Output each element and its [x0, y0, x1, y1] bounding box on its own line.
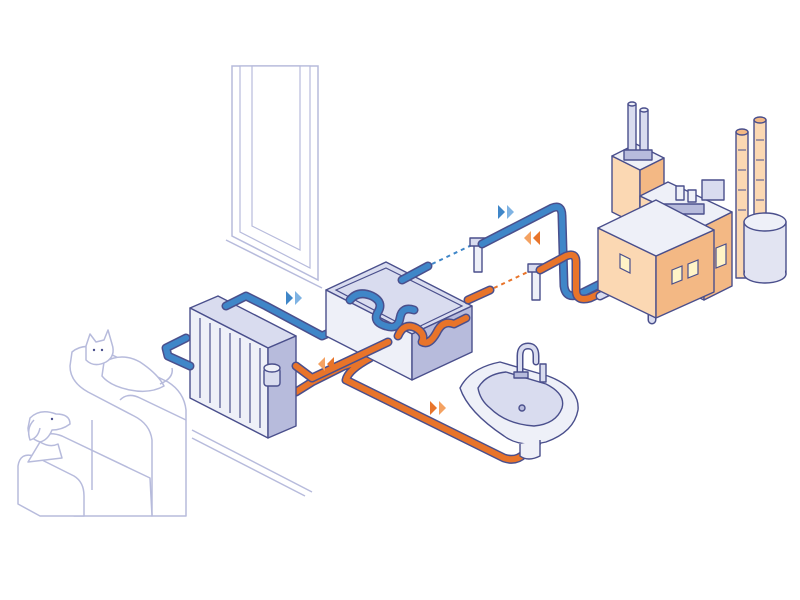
tank-coil-cold-fill — [347, 290, 417, 330]
dog-icon — [27, 411, 71, 463]
flow-arrow-chevron — [533, 231, 540, 245]
cat-eye — [92, 348, 96, 352]
faucet-spout — [518, 343, 538, 376]
radiator-side — [267, 335, 297, 439]
armchair-arm-right — [119, 394, 187, 421]
flow-arrow-chevron — [439, 401, 446, 415]
factory-icon — [597, 101, 787, 319]
flow-arrow-chevron — [286, 291, 293, 305]
flow-arrow-icon — [286, 291, 302, 305]
stack-right-top — [753, 116, 767, 124]
tank-hot-inlet-fill — [465, 287, 493, 303]
pipe-hot-radiator-fill — [293, 339, 391, 381]
sink-bowl — [477, 371, 564, 427]
plant-window — [619, 253, 631, 274]
plant-window — [687, 259, 699, 279]
dog-head — [27, 411, 71, 443]
tank-icon — [325, 261, 495, 381]
flow-arrow-icon — [430, 401, 446, 415]
tank-coil-hot-fill — [395, 315, 469, 346]
roof-cylinder — [675, 185, 685, 201]
pipe-cold-radiator-lower-fill — [163, 335, 193, 369]
chimney-base — [623, 149, 653, 161]
pipe-cold-plant-fill — [479, 204, 611, 299]
dog-ear — [27, 419, 41, 441]
wall-floor-line — [191, 429, 313, 493]
pipe-cold-from-plant — [477, 202, 613, 301]
plant-window — [671, 265, 683, 285]
roof-cylinder-2 — [687, 189, 697, 203]
pipe-hot-from-plant — [535, 250, 625, 304]
faucet-icon — [513, 342, 547, 383]
flow-arrow-chevron — [318, 357, 325, 371]
roof-box — [701, 179, 725, 201]
flow-arrow-icon — [318, 357, 334, 371]
flow-arrows — [286, 205, 540, 415]
pipe-hot-plant-fill — [537, 251, 623, 302]
cat-body — [101, 356, 165, 393]
flow-arrow-chevron — [524, 231, 531, 245]
dashed-cold-link — [431, 243, 475, 265]
plant-windows — [619, 243, 727, 285]
radiator-valve-knob — [263, 363, 281, 373]
chimney-right-top — [639, 107, 649, 113]
plant-front-building-roof — [597, 199, 715, 257]
armchair-arm — [17, 454, 85, 517]
window-sill — [225, 239, 323, 289]
stack-left-top — [735, 128, 749, 136]
stack-rungs — [738, 139, 764, 211]
flow-arrow-icon — [498, 205, 514, 219]
flow-arrow-chevron — [430, 401, 437, 415]
storage-tank-top — [743, 212, 787, 232]
flow-arrow-chevron — [327, 357, 334, 371]
pipe-hot-to-radiator — [291, 337, 393, 383]
armchair-icon — [17, 329, 187, 517]
flow-arrow-icon — [524, 231, 540, 245]
sink-icon — [459, 342, 579, 460]
storage-tank-icon — [743, 212, 787, 284]
tank-cold-inlet-fill — [399, 263, 431, 283]
flow-arrow-chevron — [498, 205, 505, 219]
radiator-fins — [199, 318, 261, 428]
sink-drain — [518, 404, 526, 412]
chimney-icon — [623, 101, 653, 161]
dog-eye — [50, 417, 54, 421]
cat-head — [85, 329, 114, 366]
tank-inner — [334, 267, 464, 331]
radiator-valve — [263, 363, 281, 387]
window-pane — [251, 65, 301, 251]
chimney-left-top — [627, 101, 637, 107]
dashed-links — [431, 243, 533, 289]
room-outline — [191, 429, 313, 497]
cat-icon — [85, 329, 173, 393]
dog-body — [27, 441, 63, 463]
storage-tank-mask — [745, 262, 785, 274]
roof-equipment — [659, 179, 725, 215]
flow-arrow-chevron — [295, 291, 302, 305]
dashed-hot-link — [493, 269, 533, 289]
faucet-handle — [539, 363, 547, 383]
window-icon — [225, 65, 323, 289]
radiator-icon — [189, 295, 297, 439]
sink-pedestal — [519, 440, 541, 460]
plant-window — [715, 243, 727, 269]
chimney-left — [627, 103, 637, 157]
faucet-base — [513, 371, 529, 379]
pipe-cold-plant-outline — [477, 202, 613, 301]
flow-arrow-chevron — [507, 205, 514, 219]
cat-tail — [159, 367, 173, 385]
wall-floor-line-2 — [191, 437, 306, 497]
cat-eye-2 — [100, 348, 104, 352]
